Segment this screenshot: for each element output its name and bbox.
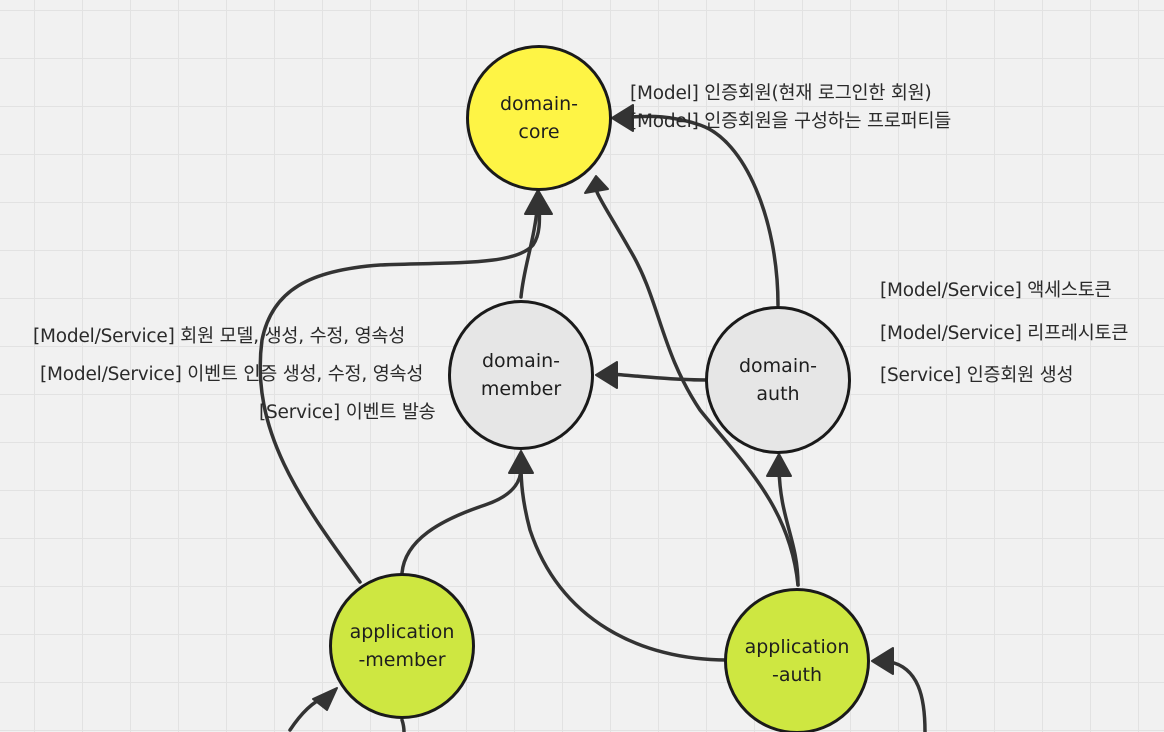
note-member-line-1[interactable]: [Model/Service] 회원 모델, 생성, 수정, 영속성	[33, 326, 406, 347]
note-auth-line-2[interactable]: [Model/Service] 리프레시토큰	[880, 323, 1129, 344]
arrowhead-member-right	[595, 361, 618, 389]
note-core-line-2[interactable]: [Model] 인증회원을 구성하는 프로퍼티들	[630, 111, 952, 132]
node-application-member-label: application -member	[349, 621, 455, 671]
edge-application-auth-to-core	[595, 190, 800, 587]
edge-domain-auth-to-member	[608, 372, 710, 382]
arrowhead-core-bottomright	[584, 175, 609, 194]
edge-domain-auth-to-core	[626, 114, 780, 307]
edge-application-auth-to-member	[519, 463, 729, 662]
node-application-member[interactable]: application -member	[329, 573, 475, 719]
node-domain-member-label: domain- member	[480, 350, 562, 400]
arrowhead-auth-bottom	[766, 453, 792, 477]
arrowhead-core-bottom	[524, 189, 553, 215]
note-core-line-1[interactable]: [Model] 인증회원(현재 로그인한 회원)	[630, 83, 932, 104]
arrowhead-member-bottom	[508, 450, 534, 474]
note-member-line-2[interactable]: [Model/Service] 이벤트 인증 생성, 수정, 영속성	[40, 364, 424, 385]
node-domain-auth-label: domain- auth	[738, 355, 817, 405]
arrowhead-application-member	[312, 687, 338, 711]
note-auth-line-3[interactable]: [Service] 인증회원 생성	[880, 365, 1074, 386]
arrowhead-application-auth	[871, 647, 894, 675]
node-domain-core[interactable]: domain- core	[466, 45, 612, 191]
node-domain-auth[interactable]: domain- auth	[705, 306, 851, 454]
edge-incoming-application-auth	[883, 659, 927, 732]
edge-application-member-to-core	[258, 198, 542, 584]
node-application-auth[interactable]: application -auth	[724, 588, 870, 732]
edge-application-auth-to-auth	[777, 466, 800, 587]
node-domain-core-label: domain- core	[499, 93, 578, 143]
edge-outgoing-application-member-bottom	[400, 718, 406, 732]
arrowhead-core-right	[611, 104, 634, 132]
node-application-auth-label: application -auth	[744, 636, 850, 686]
note-member-line-3[interactable]: [Service] 이벤트 발송	[259, 402, 436, 423]
note-auth-line-1[interactable]: [Model/Service] 액세스토큰	[880, 280, 1112, 301]
edge-application-member-to-member	[400, 463, 523, 575]
node-domain-member[interactable]: domain- member	[448, 300, 594, 450]
